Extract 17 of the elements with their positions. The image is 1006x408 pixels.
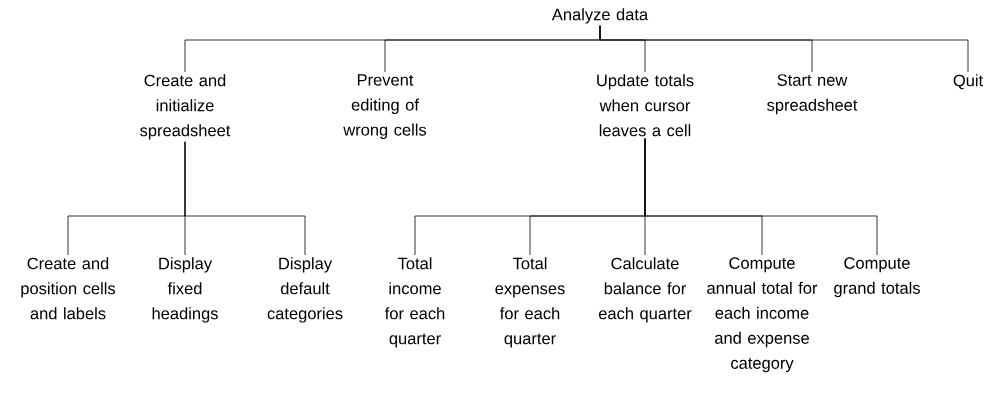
task-label: Display default categories [267, 257, 343, 323]
task-label: Update totals when cursor leaves a cell [597, 74, 694, 137]
task-label: Start new spreadsheet [767, 74, 858, 115]
task-label: Analyze data [551, 8, 649, 24]
task-label: Total income for each quarter [384, 257, 445, 348]
connector-line [599, 25, 969, 73]
task-label: Calculate balance for each quarter [598, 257, 692, 323]
task-label: Create and position cells and labels [21, 257, 116, 320]
task-label: Compute grand totals [834, 257, 920, 298]
connector-line [184, 141, 306, 256]
connector-line [644, 138, 878, 256]
task-label: Total expenses for each quarter [495, 257, 565, 348]
task-label: Display fixed headings [152, 257, 218, 323]
task-label: Create and initialize spreadsheet [140, 74, 231, 140]
task-label: Prevent editing of wrong cells [343, 74, 427, 139]
task-label: Quit [953, 74, 983, 90]
task-label: Compute annual total for each income and expense category [707, 257, 818, 373]
